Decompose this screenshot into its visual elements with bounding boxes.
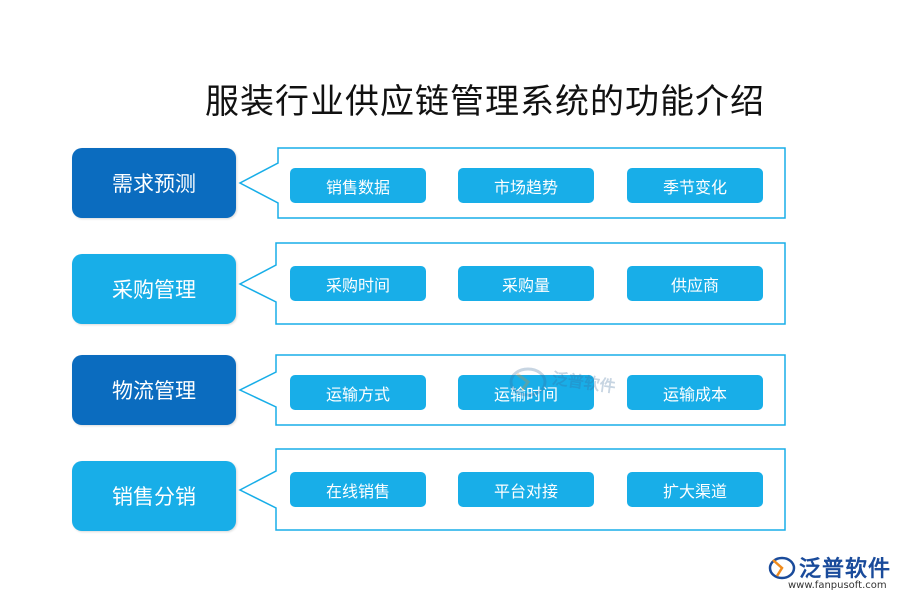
- item-transport-mode: 运输方式: [290, 375, 426, 410]
- brand-logo: 泛普软件: [768, 551, 891, 583]
- module-procurement-panel: 采购时间 采购量 供应商: [238, 242, 788, 325]
- item-supplier: 供应商: [627, 266, 763, 301]
- item-platform-integration: 平台对接: [458, 472, 594, 507]
- page-title: 服装行业供应链管理系统的功能介绍: [205, 82, 765, 122]
- item-purchase-time: 采购时间: [290, 266, 426, 301]
- module-demand-forecast-panel: 销售数据 市场趋势 季节变化: [238, 147, 788, 222]
- item-transport-cost: 运输成本: [627, 375, 763, 410]
- item-expand-channels: 扩大渠道: [627, 472, 763, 507]
- module-logistics: 物流管理: [72, 355, 236, 425]
- brand-name: 泛普软件: [799, 557, 892, 582]
- module-procurement: 采购管理: [72, 254, 236, 324]
- fanpu-logo-icon: [768, 556, 796, 580]
- watermark-text: 泛普软件: [550, 368, 617, 397]
- module-logistics-panel: 运输方式 运输时间 运输成本: [238, 354, 788, 429]
- item-seasonal-change: 季节变化: [627, 168, 763, 203]
- item-purchase-quantity: 采购量: [458, 266, 594, 301]
- item-market-trend: 市场趋势: [458, 168, 594, 203]
- watermark: 泛普软件: [508, 364, 617, 398]
- fanpu-logo-icon: [509, 367, 547, 397]
- item-transport-time: 运输时间: [458, 375, 594, 410]
- module-demand-forecast: 需求预测: [72, 148, 236, 218]
- item-online-sales: 在线销售: [290, 472, 426, 507]
- item-sales-data: 销售数据: [290, 168, 426, 203]
- module-sales-distribution: 销售分销: [72, 461, 236, 531]
- module-sales-distribution-panel: 在线销售 平台对接 扩大渠道: [238, 448, 788, 531]
- brand-url: www.fanpusoft.com: [788, 580, 887, 591]
